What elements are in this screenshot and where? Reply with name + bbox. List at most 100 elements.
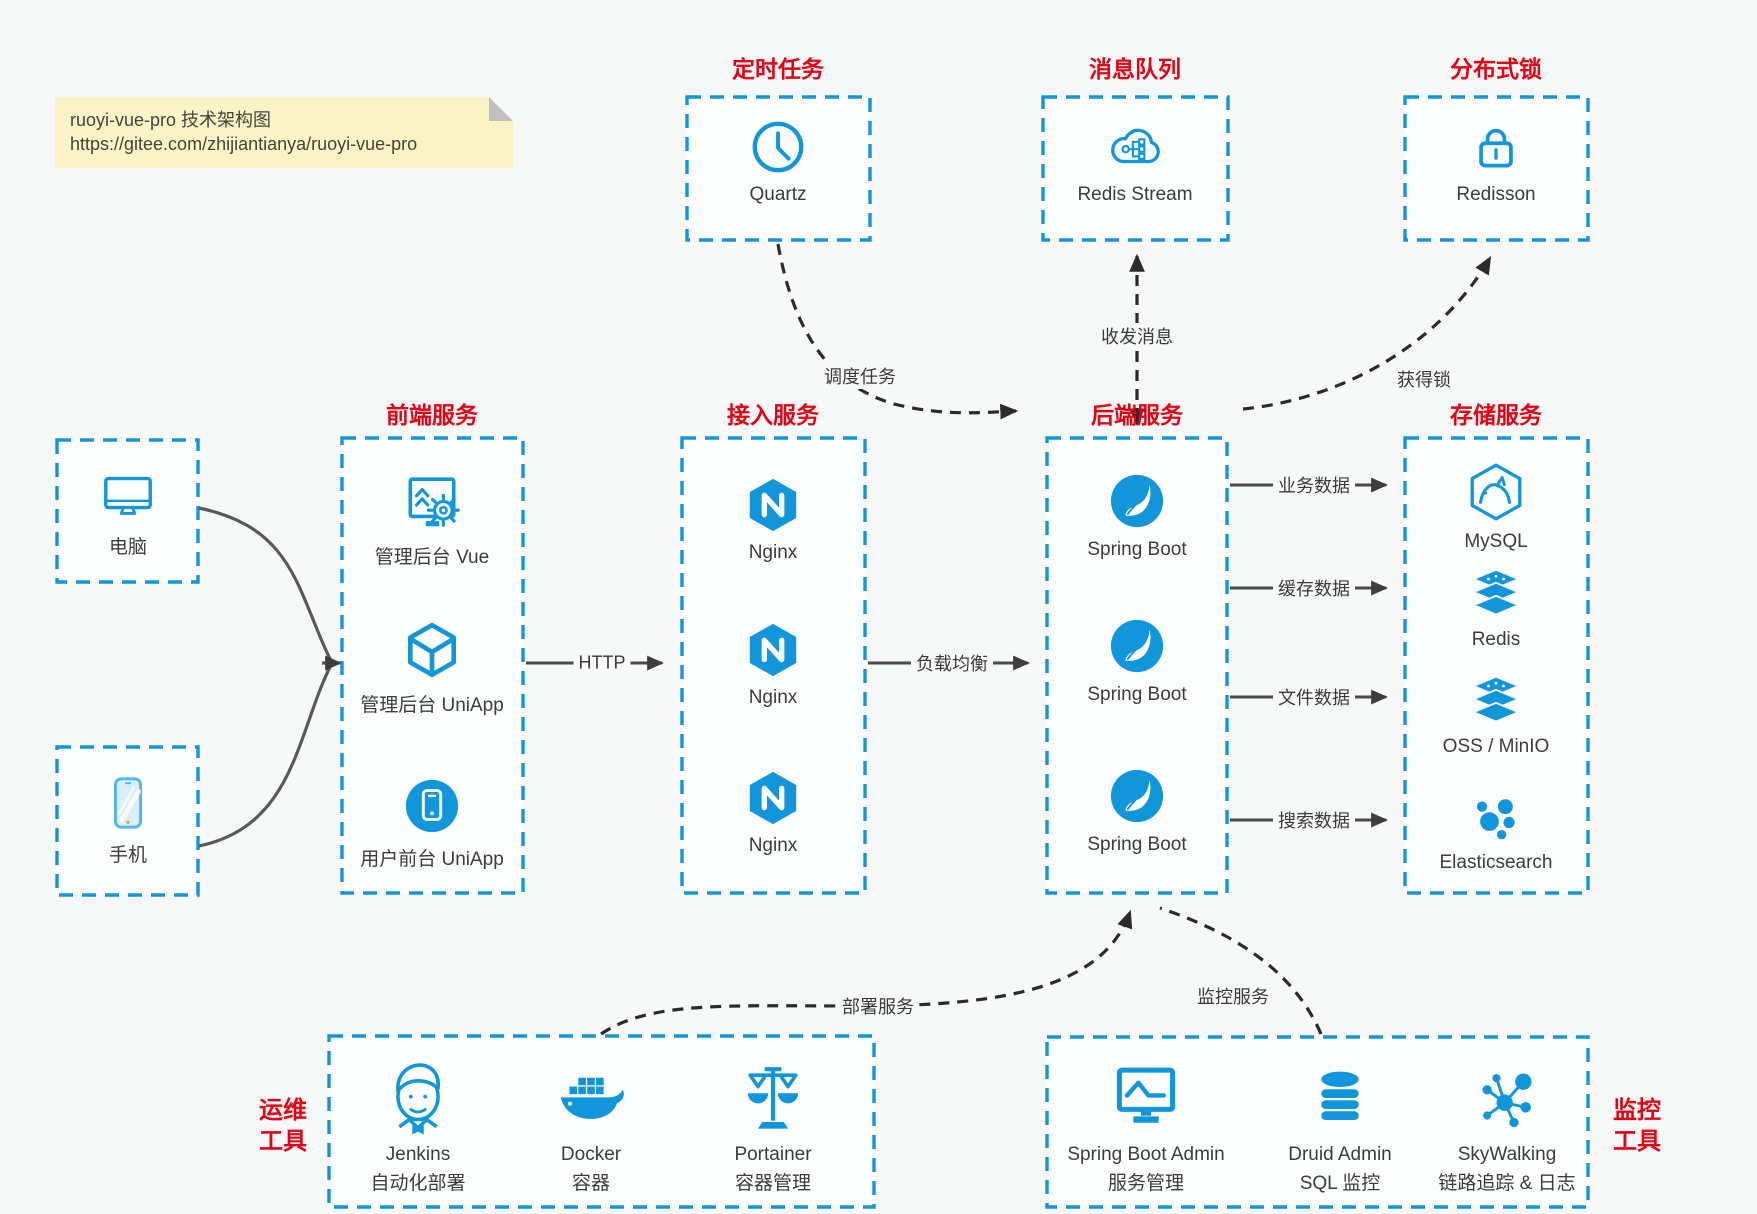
section-title-ops-tools: 运维 工具 [259,1097,307,1155]
monitor-service-curve [1159,906,1323,1035]
node-nginx-1: Nginx [685,474,861,564]
client-connectors [198,506,343,848]
spring-boot-icon [1109,618,1165,674]
section-title-scheduled-task: 定时任务 [732,56,824,82]
node-nginx-2: Nginx [685,619,861,709]
node-label: Elasticsearch [1439,852,1553,873]
node-label: Jenkins [385,1144,451,1165]
node-oss-minio: OSS / MinIO [1408,672,1584,758]
nginx-icon [744,769,802,827]
node-sublabel: 自动化部署 [370,1173,466,1194]
edge-label-monitor-service: 监控服务 [1192,983,1274,1009]
node-spring-boot-3: Spring Boot [1049,764,1225,856]
section-title-backend: 后端服务 [1091,402,1183,428]
node-label: Druid Admin [1288,1144,1392,1165]
jenkins-icon [396,1063,441,1137]
node-admin-vue: 管理后台 Vue [344,470,520,569]
message-queue-box [1041,95,1230,242]
node-elasticsearch: Elasticsearch [1408,786,1584,874]
spring-boot-icon [1109,768,1165,824]
oss-icon [1472,675,1520,723]
nginx-icon [744,621,802,679]
edge-label-load-balance: 负载均衡 [911,650,993,676]
section-title-distributed-lock: 分布式锁 [1450,56,1542,82]
node-redisson: Redisson [1408,116,1584,206]
redis-icon [1472,568,1520,616]
schedule-task-arrow [776,243,1019,420]
node-sublabel: 容器管理 [734,1173,811,1194]
node-label: SkyWalking [1457,1144,1557,1165]
edge-label-search-data: 搜索数据 [1273,807,1355,833]
section-title-frontend: 前端服务 [386,402,478,428]
node-label: Spring Boot [1087,539,1187,560]
node-label: Portainer [734,1144,812,1165]
edge-label-http: HTTP [573,652,631,674]
node-mysql: MySQL [1408,459,1584,553]
node-spring-boot-admin: Spring Boot Admin 服务管理 [1046,1052,1246,1195]
smartphone-icon [99,774,157,832]
node-skywalking: SkyWalking 链路追踪 & 日志 [1407,1052,1607,1195]
nginx-icon [744,476,802,534]
node-label: 用户前台 UniApp [360,849,504,870]
node-label: 管理后台 Vue [374,547,490,568]
cloud-stream-icon [1111,128,1160,164]
section-title-gateway: 接入服务 [727,402,819,428]
note-line-2: https://gitee.com/zhijiantianya/ruoyi-vu… [70,134,418,154]
section-title-message-queue: 消息队列 [1089,56,1181,82]
node-label: Spring Boot [1087,834,1187,855]
elasticsearch-icon [1476,799,1515,840]
spring-boot-icon [1109,473,1165,529]
clock-icon [749,118,807,176]
portainer-icon [737,1062,809,1134]
user-app-icon [404,778,460,834]
distributed-lock-box [1403,95,1590,242]
edge-label-file-data: 文件数据 [1273,684,1355,710]
deploy-service-arrow [600,909,1133,1036]
edge-label-business-data: 业务数据 [1273,472,1355,498]
node-label: Spring Boot [1087,684,1187,705]
node-sublabel: 服务管理 [1107,1173,1184,1194]
spring-boot-admin-icon [1108,1060,1184,1136]
node-label: Redis [1471,629,1521,650]
node-quartz: Quartz [690,116,866,206]
node-phone: 手机 [40,772,216,867]
node-docker: Docker 容器 [491,1052,691,1195]
edge-label-deploy-service: 部署服务 [837,993,919,1019]
acquire-lock-arrow [1242,256,1492,411]
node-label: Nginx [748,542,798,563]
node-admin-uniapp: 管理后台 UniApp [344,618,520,717]
node-sublabel: 容器 [571,1173,610,1194]
node-sublabel: SQL 监控 [1299,1173,1381,1194]
docker-icon [560,1077,624,1119]
node-pc: 电脑 [40,466,216,559]
node-label: MySQL [1464,531,1528,552]
edge-label-acquire-lock: 获得锁 [1392,366,1456,392]
section-title-monitor-tools: 监控 工具 [1613,1097,1661,1155]
node-druid-admin: Druid Admin SQL 监控 [1240,1052,1440,1195]
node-portainer: Portainer 容器管理 [673,1052,873,1195]
title-note: ruoyi-vue-pro 技术架构图 https://gitee.com/zh… [55,97,513,168]
node-spring-boot-2: Spring Boot [1049,614,1225,706]
admin-vue-icon [401,472,463,534]
node-label: Redis Stream [1077,184,1193,205]
node-label: 管理后台 UniApp [360,695,504,716]
node-sublabel: 链路追踪 & 日志 [1438,1173,1576,1194]
node-redis: Redis [1408,565,1584,651]
node-label: Redisson [1456,184,1536,205]
node-nginx-3: Nginx [685,767,861,857]
lock-icon [1479,128,1513,168]
node-label: Nginx [748,687,798,708]
node-label: 电脑 [108,537,147,558]
mysql-icon [1470,463,1522,521]
node-spring-boot-1: Spring Boot [1049,469,1225,561]
skywalking-icon [1481,1072,1533,1129]
node-label: Spring Boot Admin [1067,1144,1225,1165]
node-label: Docker [560,1144,622,1165]
node-redis-stream: Redis Stream [1047,114,1223,206]
section-title-storage: 存储服务 [1450,402,1542,428]
desktop-icon [104,476,152,516]
node-user-uniapp: 用户前台 UniApp [344,774,520,871]
edge-label-send-receive-message: 收发消息 [1096,323,1178,349]
note-line-1: ruoyi-vue-pro 技术架构图 [70,110,272,130]
